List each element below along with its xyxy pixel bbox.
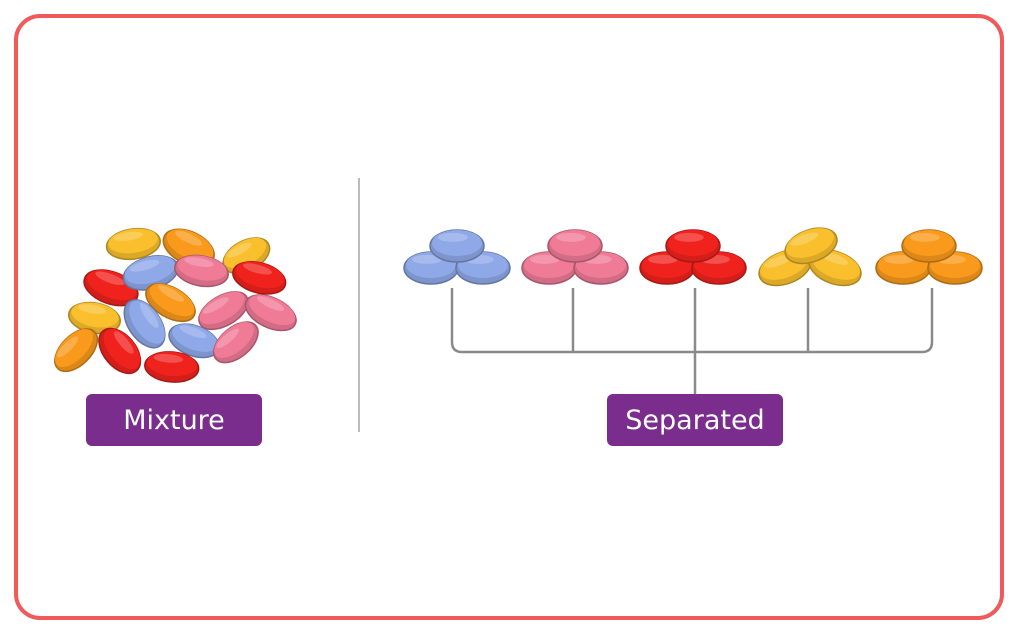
candy-yellow-top xyxy=(784,227,838,265)
candy-group-orange xyxy=(875,229,983,285)
mixture-candy-blue xyxy=(123,299,166,349)
mixture-candy-pink xyxy=(198,291,249,331)
candy-group-yellow xyxy=(758,227,862,287)
mixture-candy-yellow xyxy=(67,301,121,335)
mixture-candy-red xyxy=(98,327,142,375)
candy-pink-top xyxy=(547,229,603,263)
mixture-label: Mixture xyxy=(86,394,262,446)
mixture-candy-pink xyxy=(244,294,297,332)
mixture-candy-red xyxy=(232,261,287,295)
connector-branch-bar xyxy=(450,288,934,354)
candy-orange-top xyxy=(901,229,957,263)
mixture-candy-blue xyxy=(122,255,179,291)
candy-group-blue xyxy=(403,229,511,285)
mixture-candy-blue xyxy=(168,323,220,359)
connector-tree xyxy=(450,288,934,394)
candy-group-red xyxy=(639,229,747,285)
candy-blue-top xyxy=(429,229,485,263)
mixture-candy-yellow xyxy=(105,227,161,261)
candy-red-top xyxy=(665,229,721,263)
candy-group-pink xyxy=(521,229,629,285)
mixture-candy-pink xyxy=(174,254,229,288)
mixture-candy-pile xyxy=(54,227,297,383)
mixture-candy-orange xyxy=(54,328,99,373)
mixture-candy-orange xyxy=(145,283,196,323)
separated-groups xyxy=(403,227,983,287)
mixture-candy-red xyxy=(144,351,200,383)
mixture-candy-pink xyxy=(213,321,259,364)
separated-label: Separated xyxy=(607,394,783,446)
